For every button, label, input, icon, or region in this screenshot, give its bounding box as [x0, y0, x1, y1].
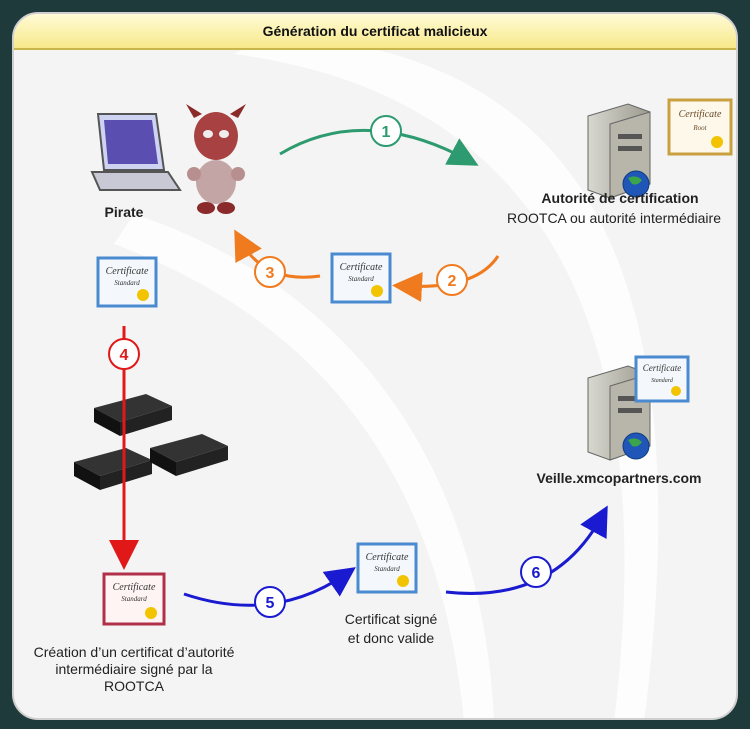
malicious-ca-certificate: Certificate Standard: [102, 572, 166, 626]
certificate-title: Certificate: [366, 552, 409, 563]
svg-text:4: 4: [120, 347, 129, 364]
diagram-frame: Certificate Root Certificate Standard Ce…: [12, 12, 738, 720]
globe-icon: [622, 170, 650, 198]
creation-caption-line1: Création d’un certificat d’autorité: [33, 644, 235, 660]
server-icon: [587, 103, 651, 199]
signed-caption-line2: et donc valide: [347, 630, 435, 646]
diagram-title: Génération du certificat malicieux: [14, 14, 736, 50]
standard-certificate: Certificate Standard: [634, 355, 690, 403]
certificate-title: Certificate: [679, 109, 722, 120]
creation-caption-line3: ROOTCA: [104, 678, 164, 694]
signed-caption: Certificat signé et donc valide: [326, 610, 456, 648]
step-badge-1: 1: [370, 115, 402, 147]
devil-pirate-icon: [186, 104, 246, 214]
standard-certificate: Certificate Standard: [96, 256, 158, 308]
svg-text:5: 5: [266, 595, 275, 612]
step-badge-5: 5: [254, 586, 286, 618]
step-badge-6: 6: [520, 556, 552, 588]
ca-name-label: Autorité de certification: [541, 190, 699, 206]
certificate-type: Standard: [114, 279, 140, 287]
svg-text:6: 6: [532, 565, 541, 582]
svg-text:2: 2: [448, 273, 457, 290]
svg-text:3: 3: [266, 265, 275, 282]
pirate-label: Pirate: [104, 204, 144, 220]
background-swoosh: [234, 34, 659, 718]
root-certificate: Certificate Root: [667, 98, 733, 156]
arrow-step-1: [279, 128, 479, 166]
ca-subtitle-label: ROOTCA ou autorité intermédiaire: [507, 210, 721, 226]
certificate-type: Root: [692, 124, 707, 132]
step-badge-3: 3: [254, 256, 286, 288]
creation-caption-line2: intermédiaire signé par la: [55, 661, 213, 677]
certificate-type: Standard: [121, 595, 147, 603]
standard-certificate: Certificate Standard: [356, 542, 418, 594]
standard-certificate: Certificate Standard: [330, 252, 392, 304]
certificate-title: Certificate: [106, 266, 149, 277]
certificate-type: Standard: [348, 275, 374, 283]
svg-text:1: 1: [382, 124, 391, 141]
globe-icon: [622, 432, 650, 460]
certificate-type: Standard: [651, 378, 674, 384]
creation-caption: Création d’un certificat d’autorité inte…: [14, 644, 254, 695]
background-swoosh: [114, 214, 494, 718]
game-console-icon: [150, 434, 228, 476]
certificate-title: Certificate: [340, 262, 383, 273]
server-icon: [587, 365, 651, 461]
signed-caption-line1: Certificat signé: [344, 611, 438, 627]
game-console-icon: [74, 448, 152, 490]
certificate-title: Certificate: [113, 582, 156, 593]
certificate-type: Standard: [374, 565, 400, 573]
site-label: Veille.xmcopartners.com: [536, 470, 702, 486]
laptop-icon: [90, 113, 182, 191]
certificate-title: Certificate: [643, 363, 682, 373]
step-badge-4: 4: [108, 338, 140, 370]
game-console-icon: [94, 394, 172, 436]
step-badge-2: 2: [436, 264, 468, 296]
diagram-canvas: Certificate Root Certificate Standard Ce…: [74, 34, 733, 718]
